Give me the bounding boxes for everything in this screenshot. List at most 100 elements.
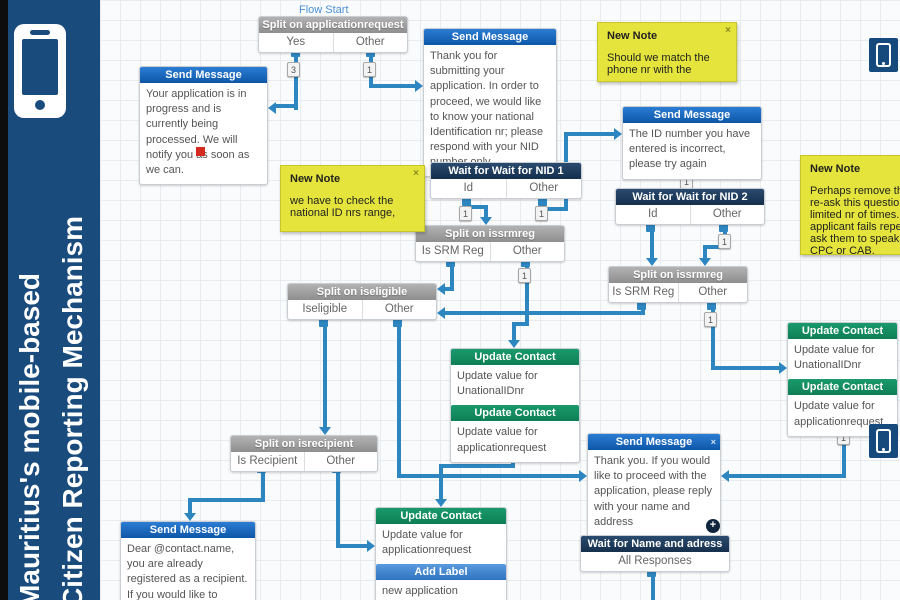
option-iseligible[interactable]: Iseligible (288, 300, 363, 319)
node-header[interactable]: Split on applicationrequest (259, 17, 407, 33)
simulator-phone-icon[interactable] (869, 424, 898, 458)
flow-start-label: Flow Start (299, 4, 349, 16)
option-other[interactable]: Other (384, 303, 414, 315)
connector-line (466, 205, 488, 209)
node-header[interactable]: Update Contact (788, 379, 897, 396)
node-wait-nid-2[interactable]: Wait for Wait for NID 2 Id Other (615, 188, 765, 225)
exit-handle[interactable] (637, 301, 646, 310)
connector-arrowhead-icon (319, 427, 331, 435)
sidebar: Mauritius's mobile-based Citizen Reporti… (0, 0, 100, 600)
connector-line (397, 474, 581, 478)
node-header[interactable]: Split on isrecipient (231, 436, 377, 452)
node-send-message-submit[interactable]: Send Message Thank you for submitting yo… (423, 28, 557, 178)
connector-line (842, 424, 846, 478)
node-header[interactable]: Wait for Wait for NID 1 (431, 163, 581, 179)
node-split-issrmreg-right[interactable]: Split on issrmreg Is SRM Reg Other (608, 266, 748, 303)
action-text: Update value for applicationrequest (382, 529, 472, 557)
node-send-message-registered[interactable]: Send Message Dear @contact.name, you are… (120, 521, 256, 600)
connector-arrowhead-icon (415, 80, 423, 92)
node-header[interactable]: Add Label (376, 564, 506, 581)
close-icon[interactable]: × (413, 168, 419, 179)
exit-handle[interactable] (393, 318, 402, 327)
count-badge: 1 (718, 234, 731, 249)
node-header[interactable]: Send Message (623, 107, 761, 123)
message-text: The ID number you have entered is incorr… (629, 128, 751, 171)
option-other[interactable]: Other (712, 208, 742, 220)
phone-home-dot (882, 62, 885, 65)
node-send-message-progress[interactable]: Send Message Your application is in prog… (139, 66, 268, 186)
option-all-responses[interactable]: All Responses (618, 555, 692, 567)
option-is-srm-reg[interactable]: Is SRM Reg (609, 283, 679, 302)
connector-line (542, 207, 568, 211)
node-header[interactable]: Wait for Wait for NID 2 (616, 189, 764, 205)
exit-handle[interactable] (521, 258, 530, 267)
message-text: Thank you for submitting your applicatio… (430, 50, 544, 168)
node-update-contact-right[interactable]: Update Contact Update value for Unationa… (787, 322, 898, 437)
exit-handle[interactable] (538, 197, 547, 206)
note-body: Perhaps remove the loop re-ask this ques… (810, 185, 900, 257)
sticky-note-phone-match[interactable]: × New Note Should we match the phone nr … (597, 22, 737, 82)
node-header[interactable]: Split on issrmreg (609, 267, 747, 283)
node-send-message-proceed[interactable]: Send Message × Thank you. If you would l… (587, 433, 721, 537)
option-is-recipient[interactable]: Is Recipient (231, 452, 305, 471)
node-send-message-id-incorrect[interactable]: Send Message The ID number you have ente… (622, 106, 762, 180)
action-text: Update value for UnationalIDnr (794, 344, 875, 372)
connector-line (439, 464, 515, 468)
exit-handle[interactable] (462, 197, 471, 206)
node-header[interactable]: Update Contact (788, 323, 897, 339)
option-yes[interactable]: Yes (259, 33, 334, 52)
connector-line (512, 322, 516, 342)
option-other[interactable]: Other (512, 245, 542, 257)
node-header[interactable]: Split on iseligible (288, 284, 436, 300)
option-other[interactable]: Other (529, 182, 559, 194)
connector-line (336, 544, 369, 548)
count-badge: 1 (518, 268, 531, 283)
connector-arrowhead-icon (508, 340, 520, 348)
node-header[interactable]: Send Message (424, 29, 556, 45)
node-header[interactable]: Split on issrmreg (416, 226, 564, 242)
close-icon[interactable]: × (710, 437, 716, 447)
option-id[interactable]: Id (616, 205, 691, 224)
connector-line (188, 498, 265, 502)
split-options: Iseligible Other (288, 300, 436, 319)
option-other[interactable]: Other (326, 455, 356, 467)
option-other[interactable]: Other (698, 286, 728, 298)
sticky-note-id-range[interactable]: × New Note we have to check the national… (280, 165, 425, 232)
connector-line (525, 262, 529, 326)
connector-line (294, 52, 298, 110)
node-header[interactable]: Update Contact (451, 349, 579, 365)
node-split-isrecipient[interactable]: Split on isrecipient Is Recipient Other (230, 435, 378, 472)
sticky-note-remove-loop[interactable]: New Note Perhaps remove the loop re-ask … (800, 155, 900, 257)
exit-handle[interactable] (707, 301, 716, 310)
node-update-contact-bottom[interactable]: Update Contact Update value for applicat… (375, 507, 507, 600)
exit-handle[interactable] (646, 223, 655, 232)
note-title: New Note (290, 173, 341, 185)
connector-arrowhead-icon (480, 217, 492, 225)
node-header[interactable]: Send Message × (588, 434, 720, 450)
node-header[interactable]: Send Message (121, 522, 255, 538)
exit-handle[interactable] (719, 223, 728, 232)
connector-line (445, 311, 645, 315)
option-is-srm-reg[interactable]: Is SRM Reg (416, 242, 491, 261)
node-header[interactable]: Wait for Name and adress (581, 536, 729, 552)
add-action-icon[interactable]: + (706, 519, 720, 533)
simulator-phone-icon[interactable] (869, 38, 898, 72)
node-header[interactable]: Update Contact (451, 405, 579, 422)
option-id[interactable]: Id (431, 179, 507, 198)
node-split-issrmreg-left[interactable]: Split on issrmreg Is SRM Reg Other (415, 225, 565, 262)
exit-handle[interactable] (319, 318, 328, 327)
exit-handle[interactable] (446, 258, 455, 267)
option-other[interactable]: Other (355, 36, 385, 48)
connector-line (703, 245, 707, 260)
node-update-contact-mid[interactable]: Update Contact Update value for Unationa… (450, 348, 580, 463)
node-split-iseligible[interactable]: Split on iseligible Iseligible Other (287, 283, 437, 320)
count-badge: 1 (363, 62, 376, 77)
node-header[interactable]: Update Contact (376, 508, 506, 524)
node-wait-name-address[interactable]: Wait for Name and adress All Responses (580, 535, 730, 572)
node-split-applicationrequest[interactable]: Split on applicationrequest Yes Other (258, 16, 408, 53)
exit-handle[interactable] (647, 568, 656, 577)
node-wait-nid-1[interactable]: Wait for Wait for NID 1 Id Other (430, 162, 582, 199)
connector-line (323, 322, 327, 429)
close-icon[interactable]: × (725, 25, 731, 36)
node-header[interactable]: Send Message (140, 67, 267, 83)
